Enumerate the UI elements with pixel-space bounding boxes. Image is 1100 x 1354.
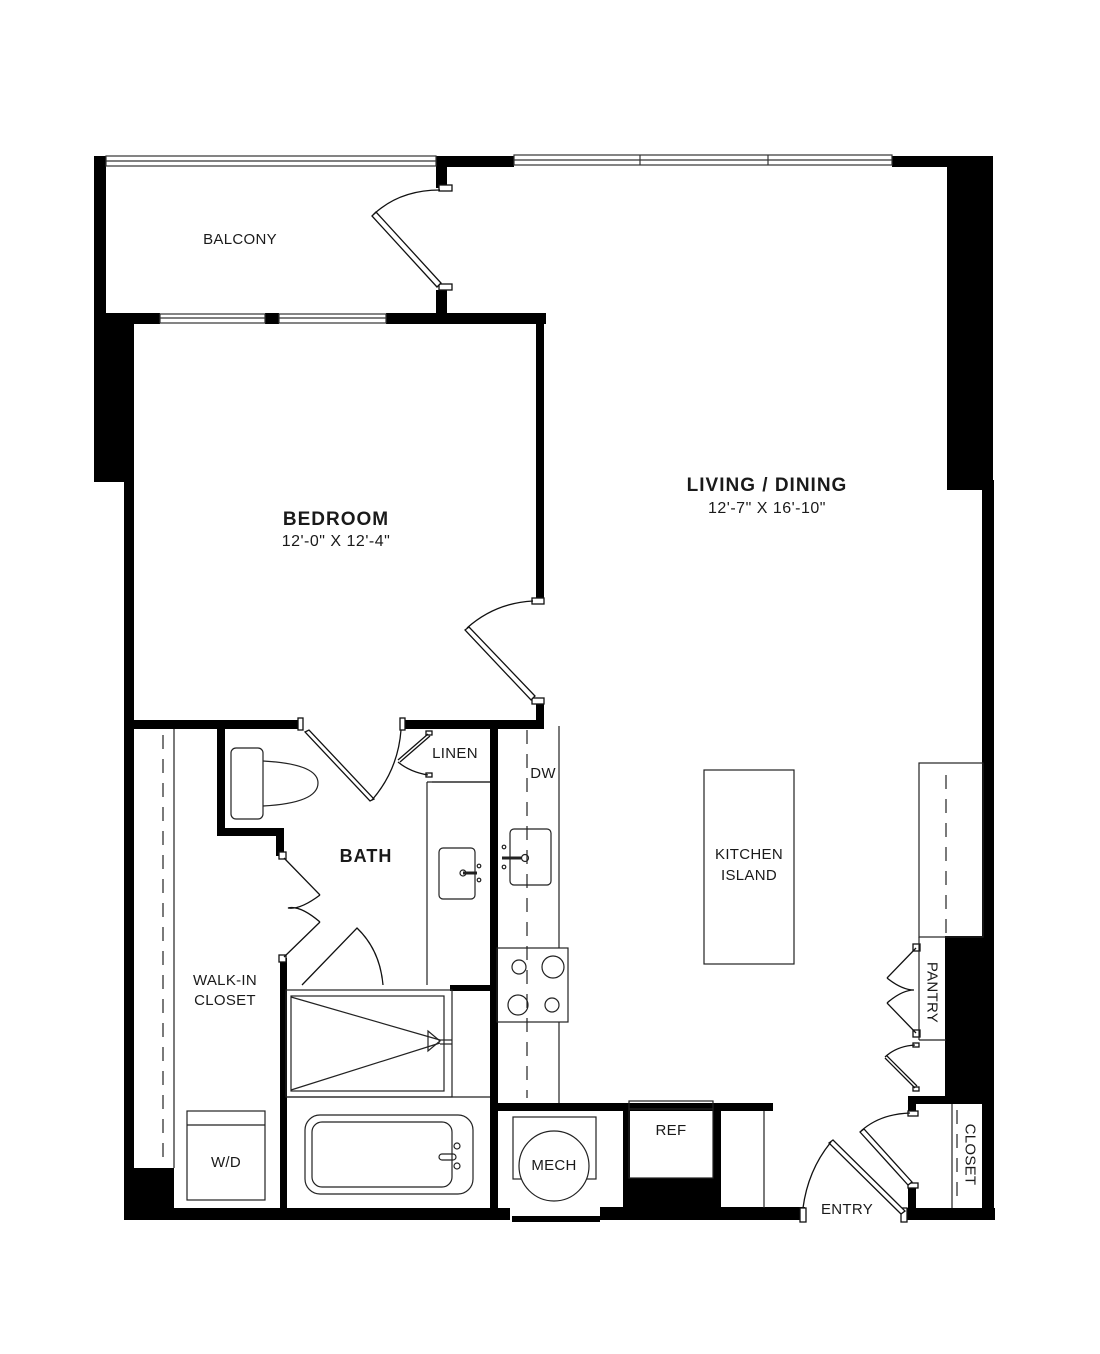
pantry-label: PANTRY (923, 961, 941, 1024)
living-dining-dimensions: 12'-7" X 16'-10" (708, 500, 826, 517)
dishwasher-label: DW (530, 765, 556, 782)
kitchen-island-label-line2: ISLAND (721, 867, 777, 884)
living-dining-label: LIVING / DINING (686, 475, 848, 496)
kitchen-island-label-line1: KITCHEN (715, 846, 783, 863)
walk-in-closet-label-line1: WALK-IN (192, 972, 258, 989)
interior-lines (162, 726, 984, 1208)
bedroom-dimensions: 12'-0" X 12'-4" (281, 533, 391, 550)
exterior-walls (94, 156, 995, 1222)
entry-label: ENTRY (820, 1201, 874, 1218)
balcony-label: BALCONY (203, 231, 277, 248)
refrigerator-label: REF (655, 1122, 687, 1139)
windows (105, 154, 893, 324)
walk-in-closet-label-line2: CLOSET (194, 992, 256, 1009)
linen-label: LINEN (432, 745, 478, 762)
mechanical-label: MECH (531, 1157, 577, 1174)
doors (278, 184, 921, 1223)
closet-label: CLOSET (961, 1123, 979, 1186)
bath-label: BATH (339, 846, 393, 866)
bedroom-label: BEDROOM (282, 509, 390, 530)
washer-dryer-label: W/D (210, 1154, 242, 1171)
